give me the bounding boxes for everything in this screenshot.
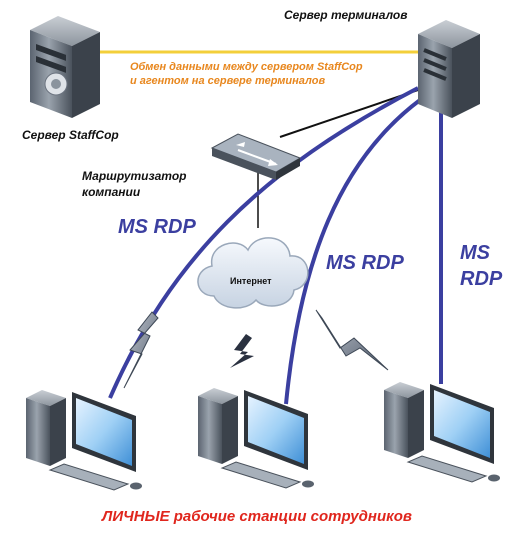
router-label-line1: Маршрутизатор — [82, 169, 187, 183]
lightning-bolt-icon — [230, 334, 254, 368]
exchange-caption-line1: Обмен данными между сервером StaffCop — [130, 61, 363, 73]
staffcop-server-icon — [30, 16, 100, 118]
cloud-icon — [197, 237, 309, 309]
rdp-label-right-line1: MS — [460, 242, 490, 264]
exchange-caption-line2: и агентом на сервере терминалов — [130, 75, 326, 87]
rdp-label-right: MS RDP — [460, 240, 502, 292]
workstations-caption: ЛИЧНЫЕ рабочие станции сотрудников — [102, 508, 412, 525]
desktop-computer-icon — [198, 388, 314, 489]
staffcop-server-label: Сервер StaffCop — [22, 128, 119, 142]
desktop-computer-icon — [384, 382, 500, 483]
rdp-label-middle: MS RDP — [326, 252, 404, 274]
terminal-server-icon — [418, 20, 480, 118]
router-icon — [210, 133, 302, 180]
exchange-caption: Обмен данными между сервером StaffCop и … — [130, 60, 363, 88]
rdp-link-middle — [284, 98, 422, 405]
internet-label: Интернет — [230, 276, 272, 286]
rdp-label-left: MS RDP — [118, 216, 196, 238]
lightning-bolt-icon — [315, 309, 389, 371]
desktop-computer-icon — [26, 390, 142, 491]
rdp-label-right-line2: RDP — [460, 268, 503, 290]
lightning-bolt-icon — [123, 311, 159, 389]
router-label: Маршрутизатор компании — [82, 168, 186, 200]
router-to-server-line — [279, 89, 419, 138]
terminal-server-label: Сервер терминалов — [284, 8, 408, 22]
router-label-line2: компании — [82, 185, 141, 199]
